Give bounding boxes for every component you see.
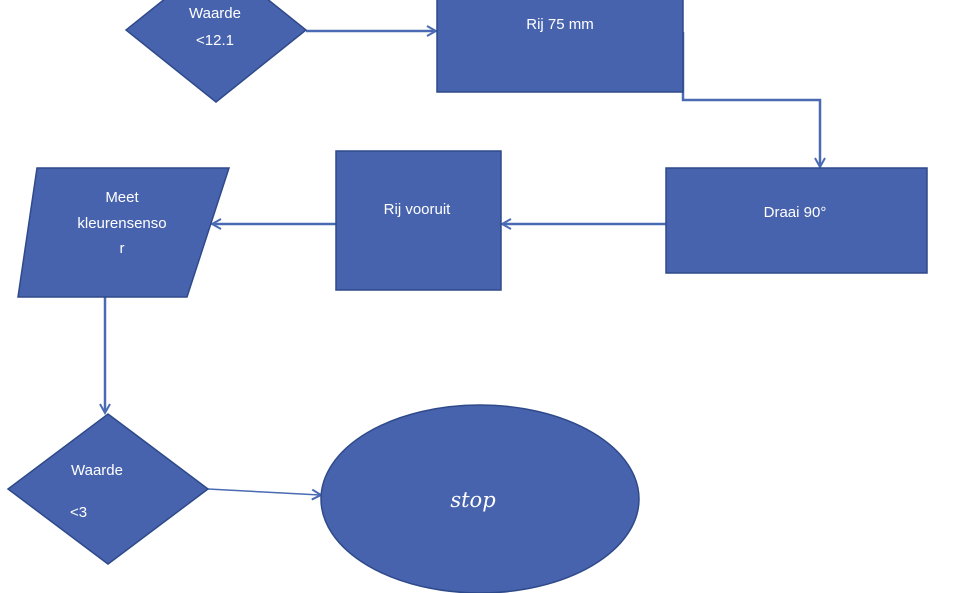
process-rij-75mm bbox=[436, 0, 684, 93]
decision-bottom-line1: Waarde bbox=[71, 462, 123, 479]
terminator-stop-ellipse bbox=[320, 404, 640, 593]
arrow-decision-to-stop bbox=[207, 488, 320, 495]
vooruit-label: Rij vooruit bbox=[384, 201, 452, 218]
arrow-rij75-to-draai bbox=[681, 32, 820, 166]
io-meet-kleurensensor-parallelogram bbox=[17, 167, 231, 298]
decision-bottom-line2: <3 bbox=[70, 504, 87, 521]
decision-waarde-3-diamond bbox=[6, 413, 210, 565]
draai-label: Draai 90° bbox=[764, 204, 827, 221]
stop-label: stop bbox=[450, 488, 495, 512]
process-rij-vooruit bbox=[335, 150, 502, 291]
rij75-label: Rij 75 mm bbox=[526, 16, 594, 33]
meet-line3: r bbox=[120, 240, 125, 257]
decision-top-line2: <12.1 bbox=[196, 32, 234, 49]
decision-top-line1: Waarde bbox=[189, 5, 241, 22]
decision-waarde-12-diamond bbox=[124, 0, 308, 103]
meet-line2: kleurensenso bbox=[77, 215, 166, 232]
process-draai-90 bbox=[665, 167, 928, 274]
meet-line1: Meet bbox=[105, 189, 139, 206]
